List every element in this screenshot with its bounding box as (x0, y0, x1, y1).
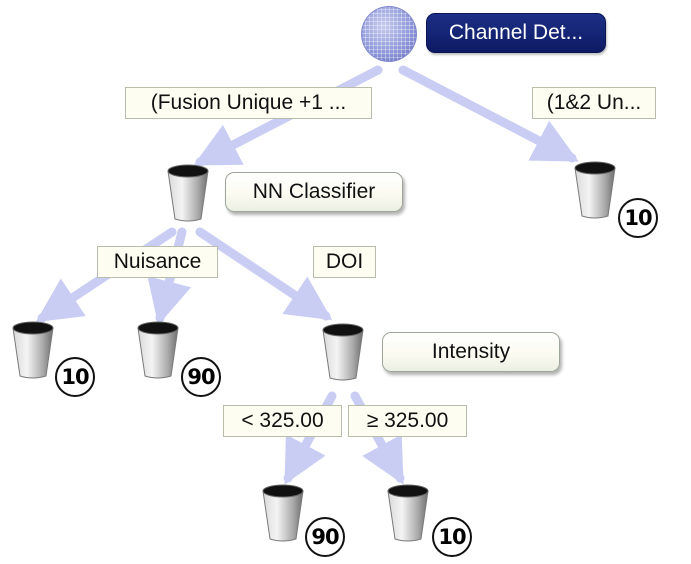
branch-label-doi[interactable]: DOI (313, 246, 376, 278)
root-node-label[interactable]: Channel Det... (426, 13, 606, 53)
bucket-icon[interactable] (320, 322, 366, 382)
globe-icon[interactable] (361, 6, 417, 62)
intensity-node-label[interactable]: Intensity (382, 332, 560, 372)
leaf-count-badge: 90 (181, 357, 221, 397)
bucket-icon[interactable] (10, 320, 56, 380)
leaf-count-badge: 10 (432, 517, 472, 557)
bucket-icon[interactable] (572, 160, 618, 220)
edge-nn-to-intensity (195, 227, 333, 321)
bucket-icon[interactable] (135, 320, 181, 380)
branch-label-nuisance[interactable]: Nuisance (97, 246, 218, 278)
branch-label-at-or-above-threshold[interactable]: ≥ 325.00 (348, 405, 467, 437)
branch-label-fusion-unique[interactable]: (Fusion Unique +1 ... (125, 87, 372, 119)
branch-label-below-threshold[interactable]: < 325.00 (223, 405, 342, 437)
leaf-count-badge: 10 (618, 198, 658, 238)
bucket-icon[interactable] (165, 163, 211, 223)
leaf-count-badge: 90 (305, 517, 345, 557)
bucket-icon[interactable] (385, 483, 431, 543)
bucket-icon[interactable] (260, 483, 306, 543)
edge-root-to-right-leaf (398, 65, 579, 163)
nn-classifier-node-label[interactable]: NN Classifier (225, 172, 403, 212)
leaf-count-badge: 10 (55, 357, 95, 397)
branch-label-one-two-unique[interactable]: (1&2 Un... (532, 87, 656, 119)
